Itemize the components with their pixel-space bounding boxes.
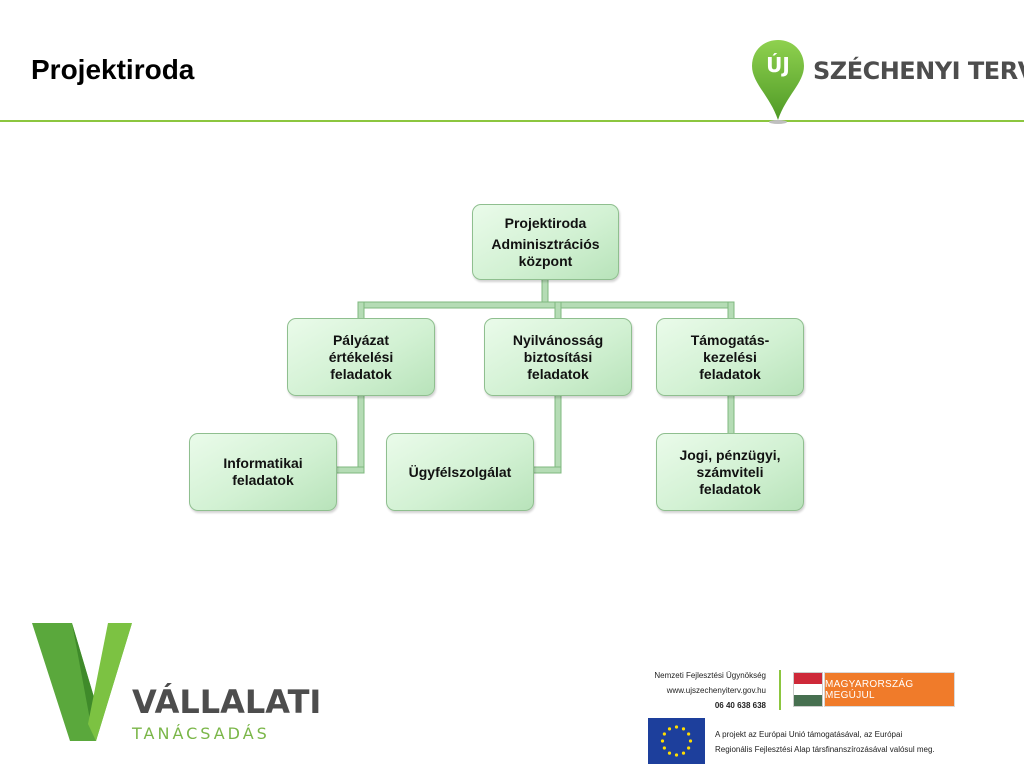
eu-funding-line-1: A projekt az Európai Unió támogatásával,…: [715, 730, 903, 739]
page-title: Projektiroda: [31, 54, 195, 85]
org-node-title: Projektiroda: [504, 214, 587, 231]
eu-star: [660, 739, 665, 743]
eu-star: [687, 732, 691, 736]
org-node-label: Pályázat értékelési feladatok: [328, 331, 394, 382]
eu-star: [681, 727, 686, 731]
org-node-jogi[interactable]: Jogi, pénzügyi, számviteli feladatok: [656, 433, 804, 511]
logo-badge-text: ÚJ: [766, 53, 790, 77]
szechenyi-terv-logo: ÚJ SZÉCHENYI TERV: [750, 38, 1024, 128]
agency-website[interactable]: www.ujszechenyiterv.gov.hu: [666, 686, 766, 695]
eu-funding-notice: A projekt az Európai Unió támogatásával,…: [715, 727, 935, 757]
org-node-tamogatas[interactable]: Támogatás-kezelési feladatok: [656, 318, 804, 396]
eu-star: [688, 739, 693, 743]
org-node-label: Nyilvánosság biztosítási feladatok: [512, 331, 604, 382]
agency-name: Nemzeti Fejlesztési Ügynökség: [654, 671, 766, 680]
eu-funding-line-2: Regionális Fejlesztési Alap társfinanszí…: [715, 745, 935, 754]
header-divider: [0, 120, 1024, 122]
eu-star: [662, 746, 666, 750]
eu-star: [667, 727, 672, 731]
partner-divider: [779, 670, 781, 710]
agency-phone: 06 40 638 638: [714, 701, 766, 710]
eu-star: [674, 725, 679, 729]
hungarian-flag-icon: [793, 672, 823, 707]
org-node-ugyfelszolgalat[interactable]: Ügyfélszolgálat: [386, 433, 534, 511]
agency-info: Nemzeti Fejlesztési Ügynökség www.ujszec…: [620, 668, 766, 713]
eu-star: [674, 753, 679, 757]
org-node-label: Támogatás-kezelési feladatok: [690, 331, 770, 382]
map-pin-icon: [752, 40, 804, 124]
eu-flag-icon: [648, 718, 705, 764]
v-logo-icon: [32, 623, 132, 741]
eu-star: [662, 732, 666, 736]
eu-star: [681, 751, 686, 755]
org-node-projektiroda[interactable]: Projektiroda Adminisztrációs központ: [472, 204, 619, 280]
org-node-informatikai[interactable]: Informatikai feladatok: [189, 433, 337, 511]
eu-star: [687, 746, 691, 750]
brand-subtitle: TANÁCSADÁS: [132, 724, 270, 743]
logo-name: SZÉCHENYI TERV: [813, 57, 1024, 85]
eu-star: [667, 751, 672, 755]
org-node-label: Informatikai feladatok: [223, 455, 303, 488]
org-node-label: Ügyfélszolgálat: [408, 463, 512, 480]
org-node-label: Jogi, pénzügyi, számviteli feladatok: [679, 446, 781, 497]
brand-name: VÁLLALATI: [132, 683, 322, 721]
slogan-badge: MAGYARORSZÁG MEGÚJUL: [824, 672, 955, 707]
org-node-palyazat[interactable]: Pályázat értékelési feladatok: [287, 318, 435, 396]
org-node-nyilvanossag[interactable]: Nyilvánosság biztosítási feladatok: [484, 318, 632, 396]
org-node-subtitle: Adminisztrációs központ: [491, 235, 600, 269]
